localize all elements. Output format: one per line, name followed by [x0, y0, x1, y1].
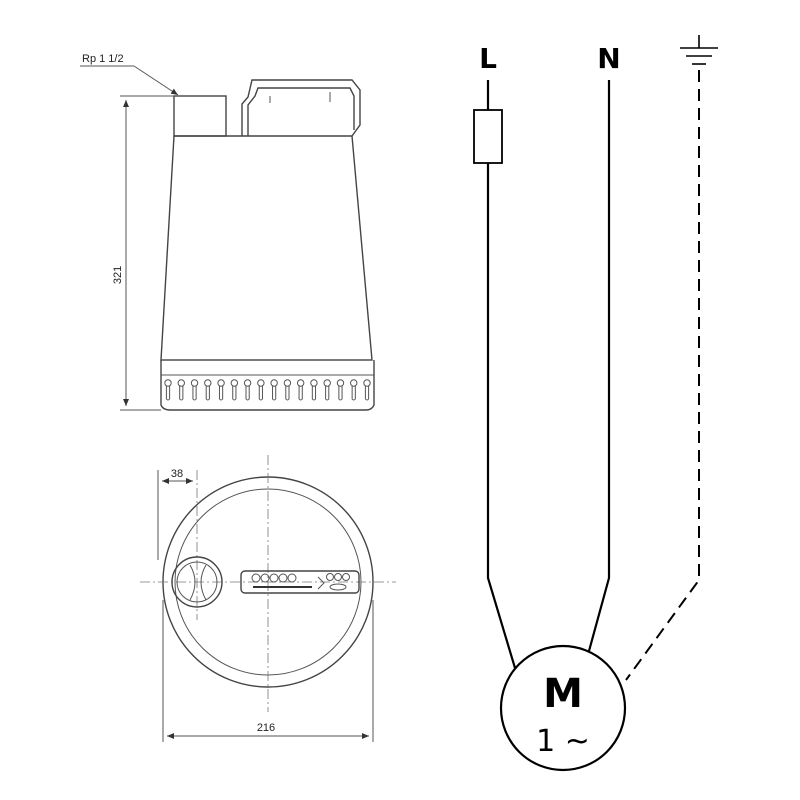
strainer-slot-head: [270, 379, 278, 387]
outlet-bore: [176, 561, 218, 603]
strainer-slot: [285, 386, 290, 401]
strainer-slot: [258, 386, 263, 401]
strainer-slot-head: [243, 379, 252, 387]
pump-body: [160, 135, 373, 361]
strainer-slot-head: [190, 379, 199, 387]
strainer-slot-head: [323, 379, 331, 387]
strainer-slot: [245, 386, 250, 401]
ground-wire: [625, 70, 700, 681]
strainer-slot-head: [164, 379, 172, 387]
strainer-slot: [232, 386, 237, 401]
outlet-leader-line: [133, 65, 179, 96]
pump-handle: [241, 79, 361, 137]
neutral-label: N: [597, 42, 620, 75]
strainer-slot: [165, 386, 171, 401]
strainer-slot: [298, 386, 303, 401]
strainer-slot: [364, 386, 370, 401]
offset-label: 38: [171, 468, 183, 480]
diameter-label: 216: [257, 722, 275, 734]
strainer-slot-head: [217, 379, 225, 387]
strainer-slot-head: [257, 379, 265, 387]
outlet-detail: [189, 564, 196, 601]
strainer-slot: [311, 386, 317, 401]
neutral-wire: [587, 80, 611, 652]
strainer-slot: [205, 386, 210, 401]
outlet-socket: [173, 95, 227, 137]
strainer-slot-head: [177, 379, 185, 387]
strainer-slot-head: [336, 379, 345, 387]
line-label: L: [479, 42, 497, 75]
outlet-top: [171, 556, 223, 608]
fuse-icon: [473, 109, 503, 164]
strainer-slot: [325, 386, 330, 401]
strainer-base: [160, 360, 375, 411]
strainer-slot: [192, 386, 197, 401]
strainer-slot-head: [350, 379, 358, 387]
strainer-slot-head: [310, 379, 318, 387]
wiring-diagram: L N M 1 ~: [473, 35, 718, 772]
outlet-detail: [200, 564, 207, 601]
strainer-slot-head: [283, 379, 292, 387]
strainer-slot-head: [296, 379, 305, 387]
strainer-slot: [351, 386, 356, 401]
strainer-slot-head: [363, 379, 371, 387]
outlet-label: Rp 1 1/2: [82, 53, 124, 65]
control-buttons: [251, 573, 350, 591]
motor-circle: [499, 644, 627, 772]
motor-label: M: [543, 671, 583, 717]
handle-inner: [247, 87, 355, 136]
pump-side-view: 321 Rp 1 1/2: [80, 53, 375, 411]
strainer-slot: [338, 386, 343, 401]
strainer-slots: [164, 379, 371, 401]
phase-label: 1 ~: [536, 724, 590, 759]
pump-top-view: 38 216: [140, 455, 396, 742]
strainer-slot-head: [230, 379, 239, 387]
strainer-slot: [218, 386, 224, 401]
strainer-slot: [179, 386, 184, 401]
strainer-slot-head: [204, 379, 212, 387]
line-wire: [486, 80, 517, 669]
ground-icon: [680, 35, 718, 65]
height-label: 321: [112, 266, 124, 284]
strainer-slot: [272, 386, 277, 401]
control-strip: [240, 570, 360, 594]
